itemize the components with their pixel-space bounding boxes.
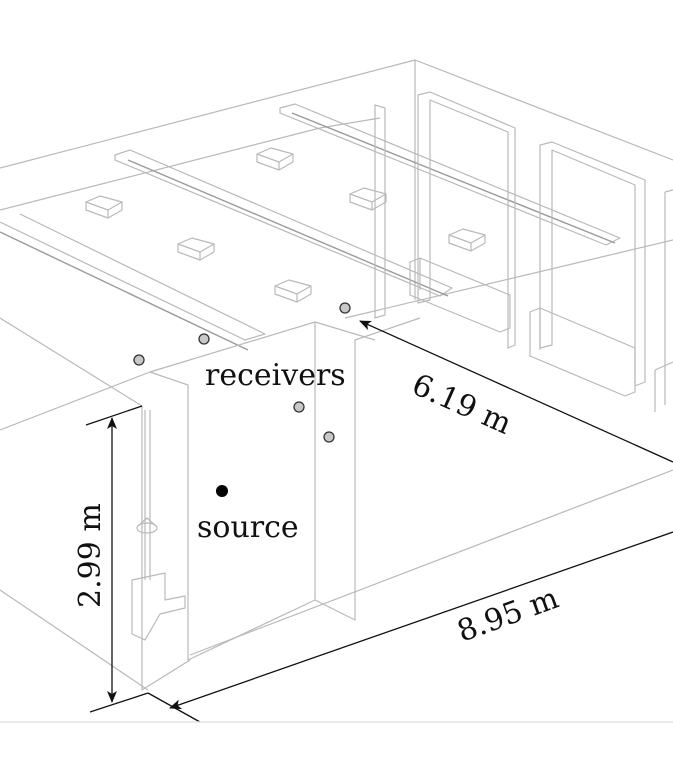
radiator-1 xyxy=(409,257,511,333)
receiver-marker xyxy=(339,302,351,314)
vent-2 xyxy=(177,237,215,261)
receiver-marker xyxy=(323,431,335,443)
left-wall-diag xyxy=(0,317,143,407)
beam-left xyxy=(0,213,266,341)
fixture-cone xyxy=(136,522,158,534)
source-marker xyxy=(216,485,228,497)
beam-right-edge xyxy=(291,112,616,244)
left-floor-edge xyxy=(0,589,149,691)
vent-3 xyxy=(274,279,312,303)
beam-left-underside xyxy=(0,231,249,351)
frame-2 xyxy=(417,91,516,349)
receivers-label: receivers xyxy=(205,358,346,393)
receiver-marker xyxy=(198,333,210,345)
back-wall-frames xyxy=(374,91,673,412)
beam-middle-edge xyxy=(127,159,449,297)
receivers xyxy=(133,302,351,443)
roof-back-edge xyxy=(0,59,673,169)
partition-left-edge xyxy=(141,406,191,691)
room-shell xyxy=(0,59,673,691)
beam-middle xyxy=(114,149,453,297)
vent-1 xyxy=(85,195,123,219)
height-label: 2.99 m xyxy=(73,503,108,608)
frame-1 xyxy=(374,104,386,319)
left-wall-top-edge xyxy=(0,371,151,431)
vent-5 xyxy=(349,187,387,211)
depth-arrow xyxy=(359,320,673,463)
dimension-depth: 6.19 m xyxy=(359,320,673,463)
source-label: source xyxy=(197,510,299,545)
ceiling-beams xyxy=(0,103,621,351)
length-tick xyxy=(147,692,201,723)
partition-top-right xyxy=(354,317,421,341)
pipe xyxy=(144,410,151,580)
fixture-top xyxy=(137,517,157,527)
sink-fixture xyxy=(131,572,186,641)
height-tick-top xyxy=(85,405,143,426)
radiator-3 xyxy=(654,361,673,412)
vent-4 xyxy=(256,147,294,171)
length-arrow xyxy=(169,531,673,710)
partition-left-face xyxy=(149,371,189,660)
ceiling-vents xyxy=(85,147,486,303)
frame-3 xyxy=(539,141,646,387)
partition-column xyxy=(314,322,356,621)
partition-bottom xyxy=(187,599,316,661)
length-label: 8.95 m xyxy=(453,581,563,650)
receiver-marker xyxy=(293,401,305,413)
radiator-2 xyxy=(529,307,636,397)
floor-back-line xyxy=(344,239,673,319)
vent-6 xyxy=(448,228,486,252)
receiver-marker xyxy=(133,354,145,366)
dimension-height: 2.99 m xyxy=(73,405,149,713)
depth-label: 6.19 m xyxy=(407,367,517,442)
ceiling-inner-edge xyxy=(0,117,381,211)
height-tick-bottom xyxy=(89,692,149,713)
dimension-length: 8.95 m xyxy=(147,531,673,723)
front-partition xyxy=(131,317,421,691)
frame-4 xyxy=(664,189,673,405)
floor-front-edge xyxy=(189,469,673,656)
